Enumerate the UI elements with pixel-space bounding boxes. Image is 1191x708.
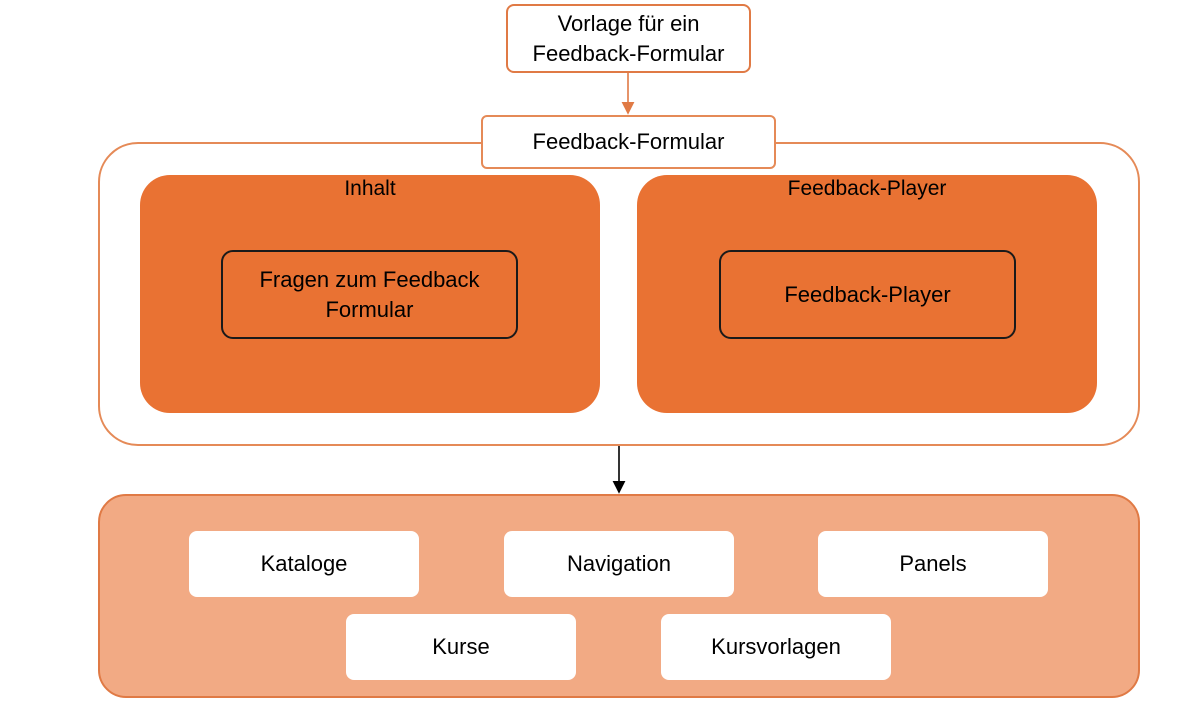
target-panels: Panels <box>818 531 1048 597</box>
content-section-title: Inhalt <box>344 177 396 200</box>
target-kataloge: Kataloge <box>189 531 419 597</box>
template-node: Vorlage für ein Feedback-Formular <box>506 4 751 73</box>
feedback-player-node: Feedback-Player <box>719 250 1016 339</box>
feedback-form-label: Feedback-Formular <box>481 115 776 169</box>
player-section-title: Feedback-Player <box>787 177 947 200</box>
target-kursvorlagen: Kursvorlagen <box>661 614 891 680</box>
target-kurse: Kurse <box>346 614 576 680</box>
questions-node: Fragen zum Feedback Formular <box>221 250 518 339</box>
target-navigation: Navigation <box>504 531 734 597</box>
